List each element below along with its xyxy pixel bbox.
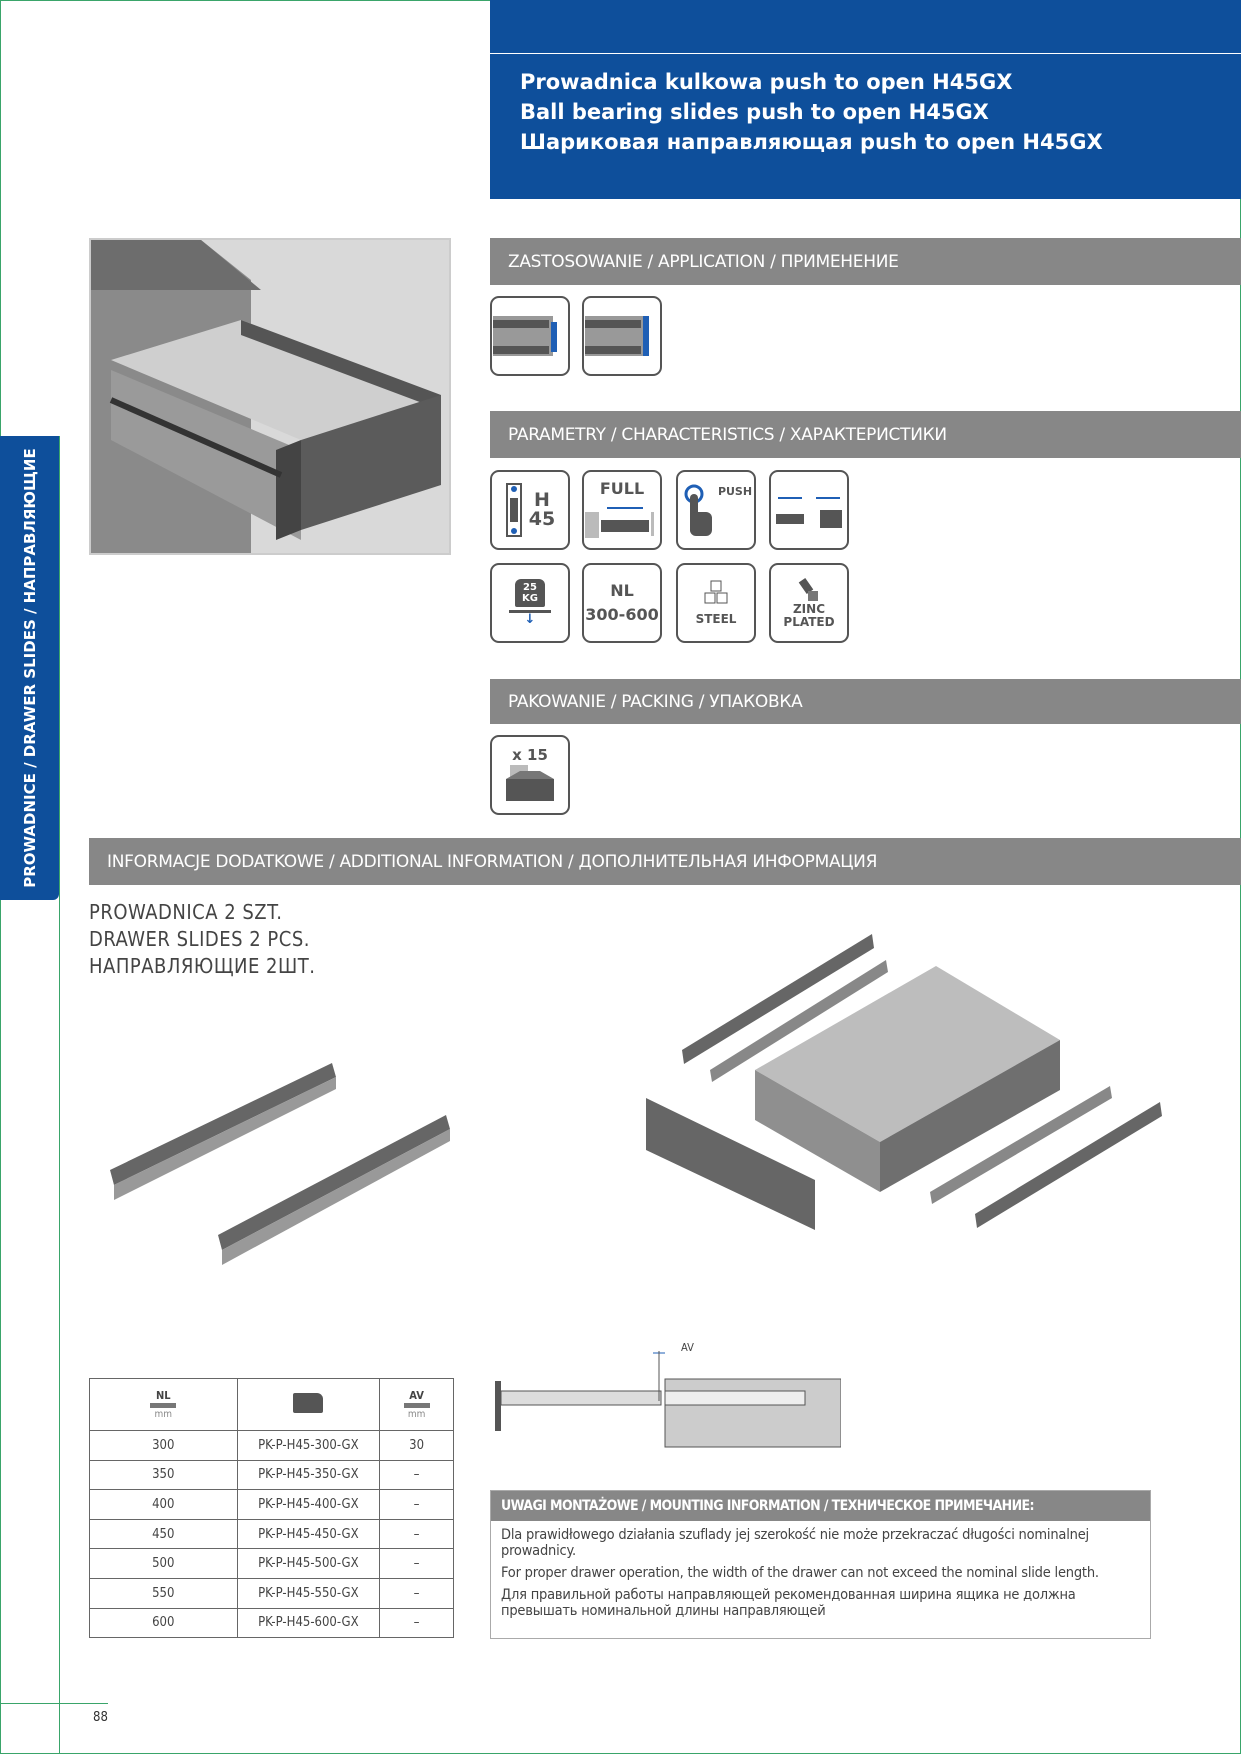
- load-unit: KG: [522, 592, 538, 604]
- title-en: Ball bearing slides push to open H45GX: [520, 100, 989, 124]
- av-label: AV: [681, 1341, 694, 1354]
- footer-line: [0, 1703, 108, 1704]
- steel-material-icon: STEEL: [676, 563, 756, 643]
- steel-label: STEEL: [695, 612, 737, 627]
- full-label: FULL: [599, 479, 645, 498]
- pack-quantity: x 15: [512, 745, 548, 764]
- mounting-title: UWAGI MONTAŻOWE / MOUNTING INFORMATION /…: [491, 1491, 1150, 1521]
- mounting-text-ru: Для правильной работы направляющей реком…: [501, 1587, 1076, 1619]
- title-ru: Шариковая направляющая push to open H45G…: [520, 130, 1103, 154]
- nl-range: 300-600: [585, 605, 659, 624]
- quantity-pl: PROWADNICA 2 SZT.: [89, 900, 283, 924]
- quantity-en: DRAWER SLIDES 2 PCS.: [89, 927, 310, 951]
- drawer-assembly-exploded-image: [646, 934, 1162, 1230]
- h-label: H: [534, 489, 550, 511]
- section-application: ZASTOSOWANIE / APPLICATION / ПРИМЕНЕНИЕ: [490, 238, 1241, 285]
- zinc-plated-icon: ZINC PLATED: [769, 563, 849, 643]
- title-pl: Prowadnica kulkowa push to open H45GX: [520, 70, 1013, 94]
- section-packing: PAKOWANIE / PACKING / УПАКОВКА: [490, 679, 1241, 724]
- application-icon-overlay: [582, 296, 662, 376]
- nominal-length-icon: NL 300-600: [582, 563, 662, 643]
- category-side-tab: PROWADNICE / DRAWER SLIDES / НАПРАВЛЯЮЩИ…: [0, 436, 59, 900]
- full-extension-icon: FULL: [582, 470, 662, 550]
- quantity-ru: НАПРАВЛЯЮЩИЕ 2ШТ.: [89, 954, 316, 978]
- nl-label: NL: [610, 581, 634, 601]
- drawer-product-photo: [89, 238, 451, 555]
- mounting-text-en: For proper drawer operation, the width o…: [501, 1565, 1099, 1581]
- page-number: 88: [93, 1710, 108, 1725]
- mounting-info-box: UWAGI MONTAŻOWE / MOUNTING INFORMATION /…: [490, 1490, 1151, 1639]
- section-characteristics: PARAMETRY / CHARACTERISTICS / ХАРАКТЕРИС…: [490, 411, 1241, 458]
- section-additional-info: INFORMACJE DODATKOWE / ADDITIONAL INFORM…: [89, 838, 1241, 885]
- title-header: Prowadnica kulkowa push to open H45GX Ba…: [490, 0, 1241, 199]
- push-to-open-icon: PUSH: [676, 470, 756, 550]
- application-icon-inset: [490, 296, 570, 376]
- category-label: PROWADNICE / DRAWER SLIDES / НАПРАВЛЯЮЩИ…: [20, 448, 39, 888]
- folder-icon: [293, 1392, 324, 1413]
- h-value: 45: [528, 508, 556, 530]
- mounting-text-pl: Dla prawidłowego działania szuflady jej …: [501, 1527, 1089, 1559]
- plated-label: PLATED: [783, 615, 835, 629]
- zinc-label: ZINC: [792, 601, 825, 616]
- margin-line: [59, 436, 60, 1754]
- packing-box-icon: x 15: [490, 735, 570, 815]
- push-label: PUSH: [717, 485, 753, 498]
- disconnect-icon: [769, 470, 849, 550]
- av-dimension-diagram: AV: [495, 1341, 842, 1450]
- drawer-slides-pair-image: [110, 1063, 450, 1265]
- col-code-header: [236, 1378, 381, 1431]
- load-value: 25: [523, 581, 537, 593]
